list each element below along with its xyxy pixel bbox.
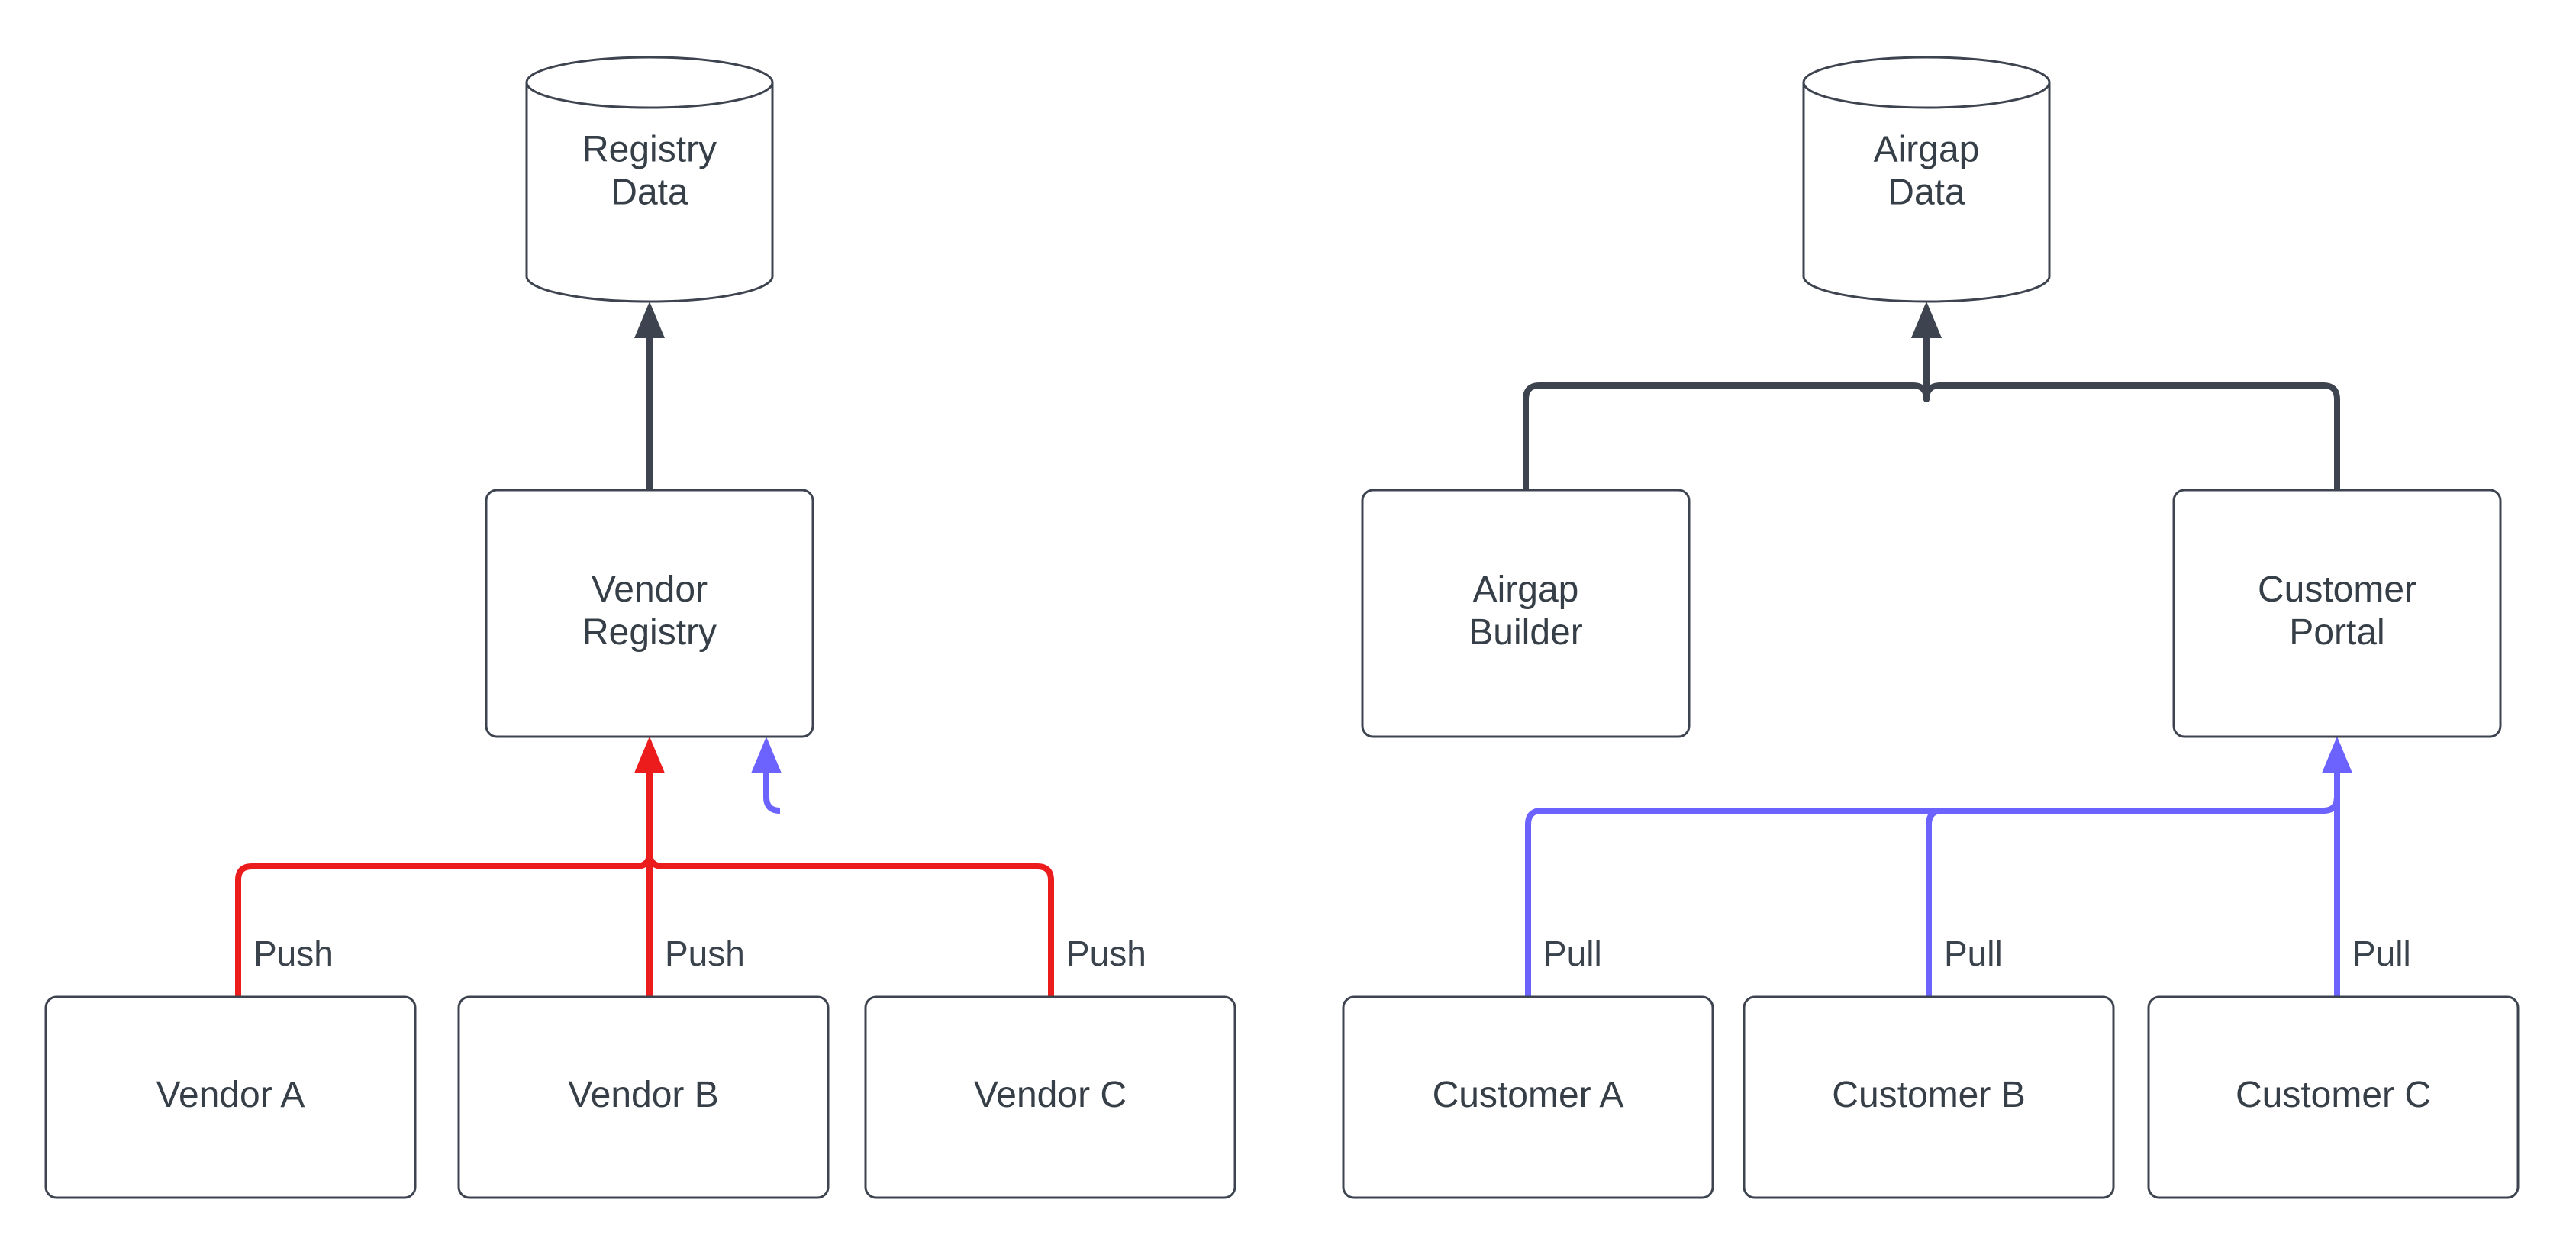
actor-box-customer-a: [1342, 995, 1714, 1199]
edge-vendor-c-push: [646, 752, 1054, 997]
datastore-airgap-data-label-line-2: Data: [1888, 173, 1965, 213]
edge-label-vendor-c-push: Push: [1066, 934, 1146, 973]
edge-label-customer-c-pull: Pull: [2352, 934, 2411, 973]
actor-customer-a[interactable]: Customer A: [1342, 995, 1714, 1199]
arrowhead-customer-portal-to-airgap-data: [1911, 302, 1942, 338]
actor-box-vendor-a: [44, 995, 417, 1199]
actor-customer-b[interactable]: Customer B: [1743, 995, 2115, 1199]
actor-vendor-c[interactable]: Vendor C: [864, 995, 1236, 1199]
edge-label-customer-b-pull: Pull: [1944, 934, 2003, 973]
service-vendor-registry-label-line-1: Vendor: [592, 569, 708, 610]
arrowhead-vendor-c-push: [634, 737, 665, 773]
edge-labels-layer: Push Push Push Pull Pull Pull: [253, 934, 2411, 973]
actor-label-customer-a: Customer A: [1433, 1075, 1624, 1115]
edge-customer-a-pull: [1525, 752, 2340, 997]
service-box-customer-portal: [2172, 489, 2502, 738]
arrowhead-vendor-registry-to-registry-data: [634, 302, 665, 338]
service-airgap-builder-label-line-1: Airgap: [1473, 569, 1579, 610]
edge-label-vendor-a-push: Push: [253, 934, 334, 973]
service-customer-portal-label-line-2: Portal: [2289, 612, 2384, 653]
edge-customer-portal-to-airgap-data: [1923, 317, 2340, 490]
actor-box-customer-b: [1743, 995, 2115, 1199]
datastore-airgap-data-label-line-1: Airgap: [1874, 130, 1980, 170]
edge-airgap-builder-to-airgap-data: [1523, 317, 1930, 490]
actor-label-customer-c: Customer C: [2236, 1075, 2431, 1115]
actor-box-vendor-c: [864, 995, 1236, 1199]
cylinder-top-airgap-data: [1802, 56, 2051, 109]
actors-layer: Vendor A Vendor B Vendor C Customer A Custom…: [44, 995, 2520, 1199]
service-box-airgap-builder: [1361, 489, 1691, 738]
actor-label-vendor-c: Vendor C: [974, 1075, 1127, 1115]
datastore-registry-data-label-line-2: Data: [611, 173, 688, 213]
actor-box-vendor-b: [457, 995, 830, 1199]
edges-layer: [235, 302, 2352, 997]
actor-box-customer-c: [2147, 995, 2520, 1199]
edge-label-customer-a-pull: Pull: [1543, 934, 1602, 973]
service-box-vendor-registry: [485, 489, 814, 738]
service-airgap-builder-label-line-2: Builder: [1469, 612, 1582, 653]
actor-vendor-a[interactable]: Vendor A: [44, 995, 417, 1199]
arrowhead-customer-c-pull: [2322, 737, 2352, 773]
service-vendor-registry-label-line-2: Registry: [582, 612, 717, 653]
actor-label-vendor-b: Vendor B: [568, 1075, 718, 1115]
cylinder-body-registry-data: [525, 82, 774, 303]
actor-vendor-b[interactable]: Vendor B: [457, 995, 830, 1199]
datastore-registry-data-label-line-1: Registry: [582, 130, 717, 170]
cylinder-body-airgap-data: [1802, 82, 2051, 303]
service-customer-portal-label-line-1: Customer: [2258, 569, 2416, 610]
actor-label-customer-b: Customer B: [1832, 1075, 2025, 1115]
edge-vendor-registry-pull-bus: [763, 752, 781, 814]
actor-label-vendor-a: Vendor A: [156, 1075, 305, 1115]
actor-customer-c[interactable]: Customer C: [2147, 995, 2520, 1199]
arrowhead-vendor-registry-pull-bus: [751, 737, 782, 773]
cylinder-top-registry-data: [525, 56, 774, 109]
edge-label-vendor-b-push: Push: [665, 934, 745, 973]
